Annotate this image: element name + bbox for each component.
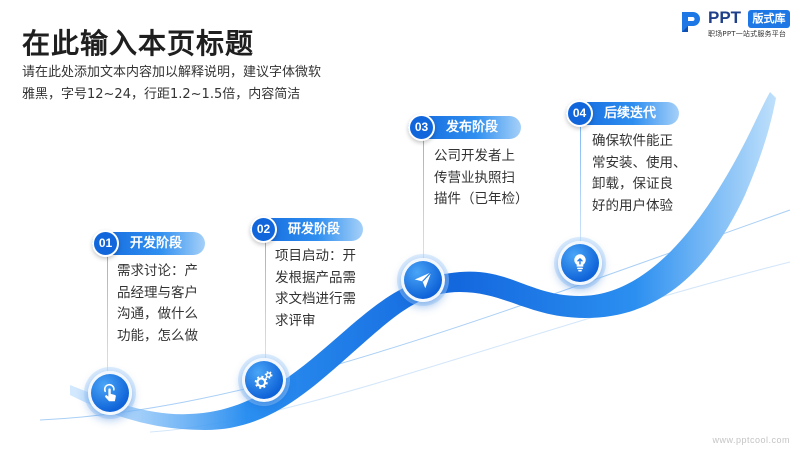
step-description: 需求讨论：产 品经理与客户 沟通，做什么 功能，怎么做: [117, 261, 198, 347]
step-description-line: 求评审: [275, 312, 316, 329]
step-icon-badge: [88, 371, 132, 415]
step-label-pill: 03 发布阶段: [408, 114, 521, 141]
step-connector: [107, 255, 108, 371]
step-description-line: 描件（已年检）: [434, 191, 529, 207]
step-description-line: 需求讨论：产: [117, 263, 198, 279]
step-description-line: 求文档进行需: [275, 291, 356, 307]
step-description-line: 功能，怎么做: [117, 327, 198, 344]
brand-logo: PPT 版式库 职场PPT一站式服务平台: [678, 8, 790, 38]
step-icon-badge: [401, 258, 445, 302]
step-label-pill: 02 研发阶段: [250, 216, 363, 243]
step-description-line: 沟通，做什么: [117, 306, 198, 322]
step-description-line: 确保软件能正: [592, 133, 673, 149]
step-label: 开发阶段: [130, 236, 183, 251]
step-label-pill: 01 开发阶段: [92, 230, 205, 257]
step-description-line: 常安装、使用、: [592, 154, 687, 171]
step-description-line: 传营业执照扫: [434, 169, 515, 186]
step-description-line: 好的用户体验: [592, 197, 673, 214]
gears-icon: [254, 371, 273, 389]
step-description-line: 公司开发者上: [434, 148, 515, 164]
step-number: 02: [250, 216, 277, 243]
paper-plane-icon: [414, 271, 432, 289]
lightbulb-icon: [574, 254, 586, 272]
step-description-line: 项目启动：开: [275, 248, 356, 264]
subtitle-line: 请在此处添加文本内容加以解释说明，建议字体微软: [22, 65, 322, 80]
step-icon-badge: [558, 241, 602, 285]
logo-badge: 版式库: [748, 10, 790, 28]
step-description-line: 发根据产品需: [275, 269, 356, 286]
watermark: www.pptcool.com: [712, 435, 790, 445]
step-connector: [265, 241, 266, 358]
step-description-line: 卸载，保证良: [592, 176, 673, 192]
logo-text: PPT: [708, 8, 742, 27]
logo-tagline: 职场PPT一站式服务平台: [708, 30, 787, 38]
step-description: 确保软件能正 常安装、使用、 卸载，保证良 好的用户体验: [592, 131, 687, 217]
step-description: 公司开发者上 传营业执照扫 描件（已年检）: [434, 146, 529, 211]
page-subtitle: 请在此处添加文本内容加以解释说明，建议字体微软 雅黑，字号12~24，行距1.2…: [22, 62, 321, 105]
step-description-line: 品经理与客户: [117, 284, 198, 301]
step-number: 01: [92, 230, 119, 257]
subtitle-line: 雅黑，字号12~24，行距1.2~1.5倍，内容简洁: [22, 86, 301, 102]
step-icon-badge: [242, 358, 286, 402]
page-title: 在此输入本页标题: [22, 27, 255, 60]
ppt-logo-mark-icon: [682, 12, 700, 32]
hand-tap-icon: [103, 383, 116, 402]
step-connector: [423, 139, 424, 258]
step-description: 项目启动：开 发根据产品需 求文档进行需 求评审: [275, 246, 356, 332]
step-label: 发布阶段: [446, 120, 499, 135]
step-number: 04: [566, 100, 593, 127]
step-number: 03: [408, 114, 435, 141]
step-label: 研发阶段: [288, 222, 341, 237]
step-label: 后续迭代: [604, 106, 657, 121]
step-label-pill: 04 后续迭代: [566, 100, 679, 127]
step-connector: [580, 125, 581, 241]
